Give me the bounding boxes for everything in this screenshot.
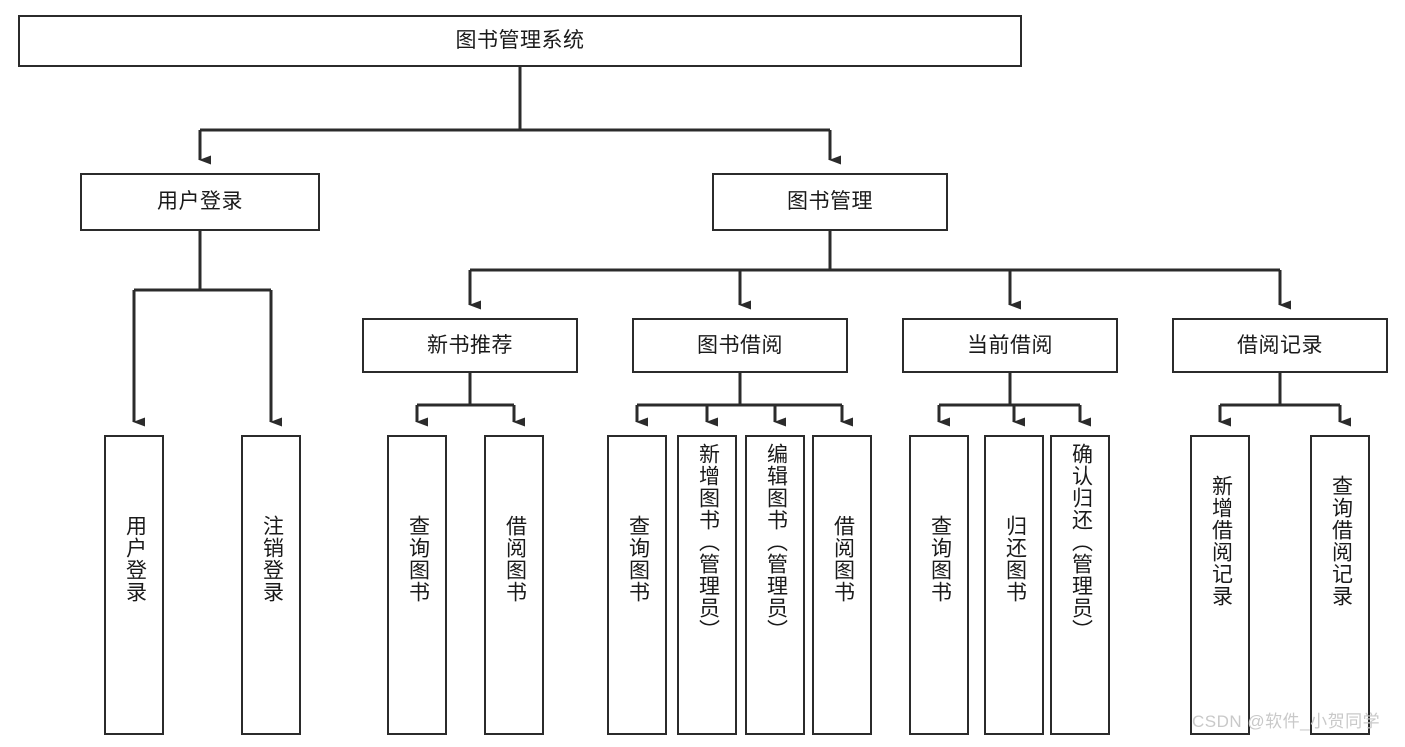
node-user-login[interactable]: 用户登录 [80, 173, 320, 231]
node-leaf-add-record[interactable]: 新增借阅记录 [1190, 435, 1250, 735]
node-book-borrow[interactable]: 图书借阅 [632, 318, 848, 373]
node-new-book-recommend-label: 新书推荐 [427, 333, 513, 357]
node-leaf-query-book-1-label: 查询图书 [406, 515, 430, 603]
node-leaf-confirm-return-label: 确认归还（管理员） [1069, 443, 1093, 641]
node-leaf-borrow-book-2-label: 借阅图书 [831, 515, 855, 603]
node-user-login-label: 用户登录 [157, 190, 243, 214]
node-borrow-record[interactable]: 借阅记录 [1172, 318, 1388, 373]
node-leaf-add-record-label: 新增借阅记录 [1209, 475, 1233, 607]
node-leaf-borrow-book-1-label: 借阅图书 [503, 515, 527, 603]
node-book-manage[interactable]: 图书管理 [712, 173, 948, 231]
node-leaf-borrow-book-2[interactable]: 借阅图书 [812, 435, 872, 735]
node-book-borrow-label: 图书借阅 [697, 333, 783, 357]
node-leaf-add-book[interactable]: 新增图书（管理员） [677, 435, 737, 735]
node-leaf-query-book-2-label: 查询图书 [626, 515, 650, 603]
node-current-borrow[interactable]: 当前借阅 [902, 318, 1118, 373]
node-leaf-return-book-label: 归还图书 [1003, 515, 1027, 603]
node-leaf-edit-book-label: 编辑图书（管理员） [764, 443, 788, 641]
node-leaf-query-record-label: 查询借阅记录 [1329, 475, 1353, 607]
node-leaf-edit-book[interactable]: 编辑图书（管理员） [745, 435, 805, 735]
node-book-manage-label: 图书管理 [787, 190, 873, 214]
node-leaf-query-book-3-label: 查询图书 [928, 515, 952, 603]
node-leaf-query-book-1[interactable]: 查询图书 [387, 435, 447, 735]
connector-lines [132, 67, 1351, 427]
node-leaf-add-book-label: 新增图书（管理员） [696, 443, 720, 641]
node-root-label: 图书管理系统 [455, 29, 585, 53]
node-current-borrow-label: 当前借阅 [967, 333, 1053, 357]
node-leaf-user-login-label: 用户登录 [123, 515, 147, 603]
node-root[interactable]: 图书管理系统 [18, 15, 1022, 67]
node-leaf-confirm-return[interactable]: 确认归还（管理员） [1050, 435, 1110, 735]
node-leaf-return-book[interactable]: 归还图书 [984, 435, 1044, 735]
node-leaf-query-book-3[interactable]: 查询图书 [909, 435, 969, 735]
node-borrow-record-label: 借阅记录 [1237, 333, 1323, 357]
node-leaf-user-login[interactable]: 用户登录 [104, 435, 164, 735]
node-leaf-query-record[interactable]: 查询借阅记录 [1310, 435, 1370, 735]
node-leaf-borrow-book-1[interactable]: 借阅图书 [484, 435, 544, 735]
node-leaf-query-book-2[interactable]: 查询图书 [607, 435, 667, 735]
node-leaf-user-logout-label: 注销登录 [260, 515, 284, 603]
node-leaf-user-logout[interactable]: 注销登录 [241, 435, 301, 735]
node-new-book-recommend[interactable]: 新书推荐 [362, 318, 578, 373]
